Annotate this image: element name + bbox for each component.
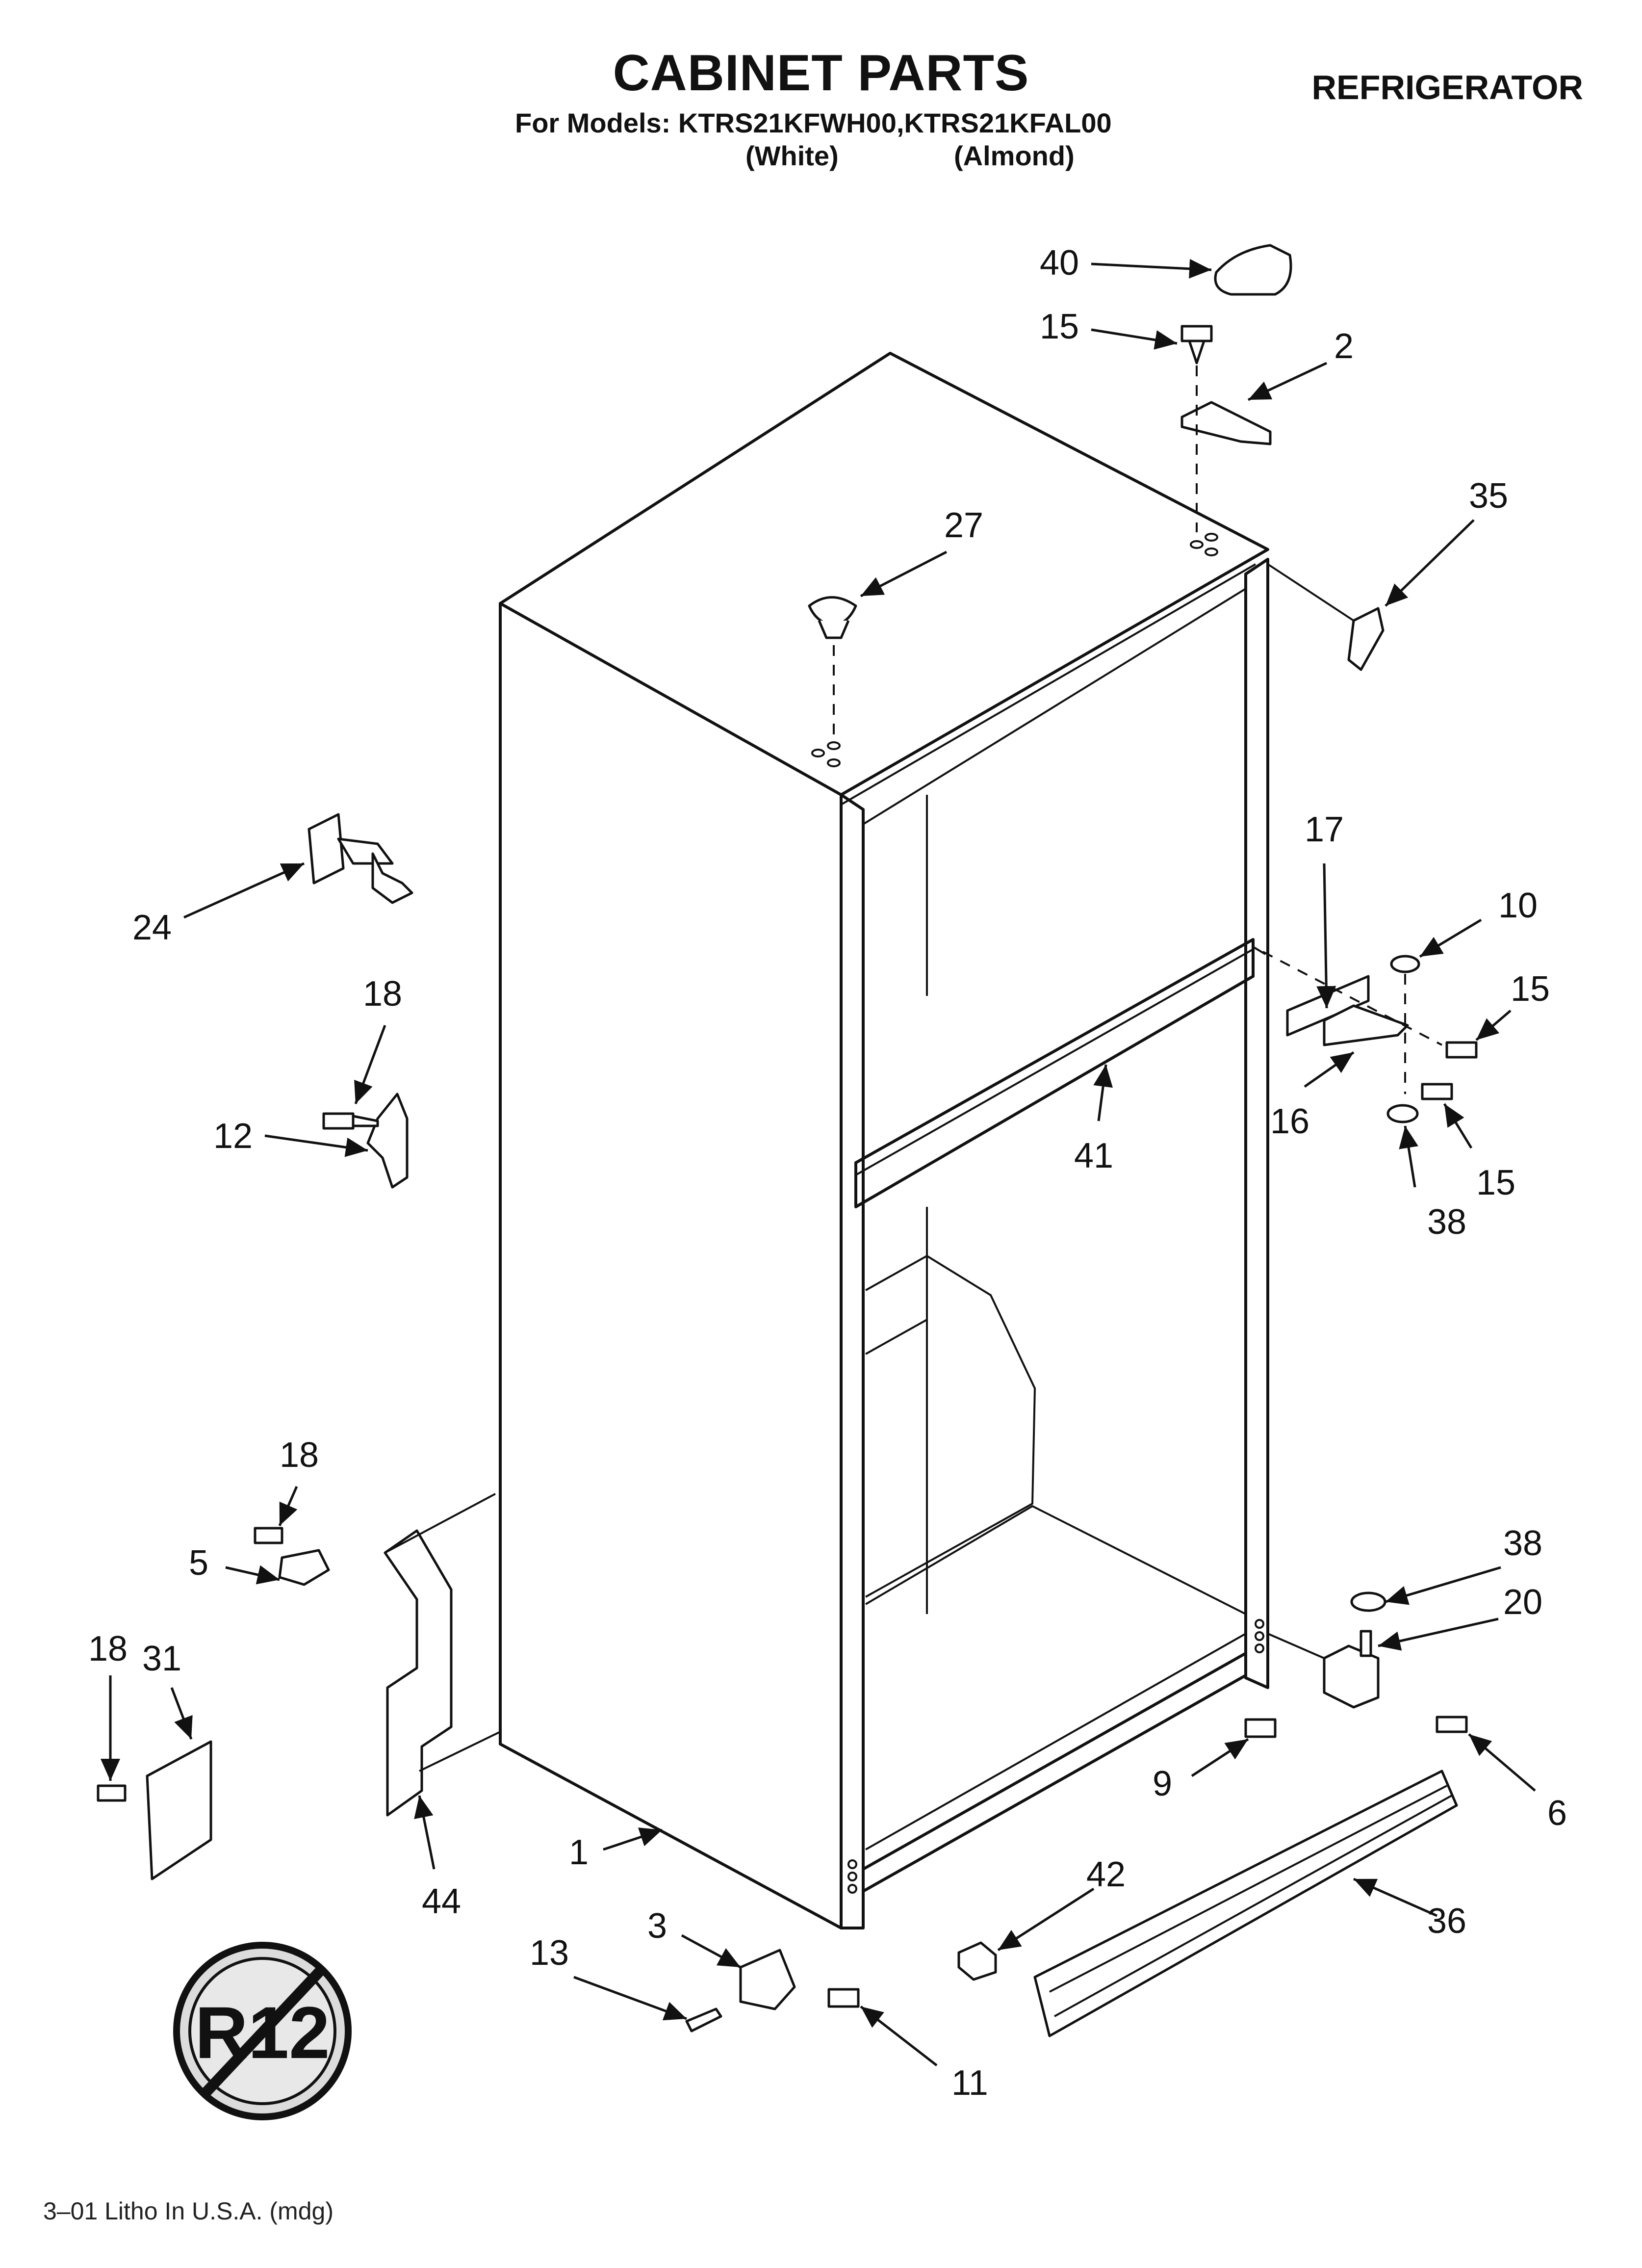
callout-35: 35 xyxy=(1469,476,1508,516)
callout-9: 9 xyxy=(1153,1764,1172,1803)
center-hinge-assembly xyxy=(1262,951,1478,1123)
pin-part xyxy=(685,2007,722,2033)
top-hinge-part xyxy=(1180,401,1272,445)
screw-part xyxy=(1180,325,1213,365)
callout-36: 36 xyxy=(1427,1902,1466,1941)
callout-27: 27 xyxy=(944,506,983,545)
leveling-leg-part xyxy=(308,813,413,904)
callout-41: 41 xyxy=(1074,1136,1113,1175)
callout-31: 31 xyxy=(142,1639,181,1678)
callout-20: 20 xyxy=(1503,1583,1542,1622)
litho-footer: 3–01 Litho In U.S.A. (mdg) xyxy=(43,2197,334,2225)
appliance-type: REFRIGERATOR xyxy=(1311,68,1583,106)
door-stop-part xyxy=(739,1949,796,2010)
grille-clip-part xyxy=(957,1941,997,1981)
lower-hinge-part xyxy=(1267,1591,1468,1733)
screw-part-11 xyxy=(827,1988,860,2008)
toe-grille-part xyxy=(1033,1770,1458,2037)
callout-2: 2 xyxy=(1334,327,1354,366)
callout-10: 10 xyxy=(1498,886,1538,925)
callout-18c: 18 xyxy=(88,1629,128,1668)
callout-17: 17 xyxy=(1305,810,1344,849)
cabinet-body xyxy=(499,352,1269,1929)
tube-clamp-part xyxy=(254,1527,330,1586)
callout-11: 11 xyxy=(951,2063,988,2103)
callout-15: 15 xyxy=(1040,307,1079,346)
plug-button-part xyxy=(808,596,857,627)
r12-badge-text: R12 xyxy=(195,1991,330,2074)
callout-3: 3 xyxy=(647,1906,667,1946)
hinge-cover-part xyxy=(1214,244,1292,296)
callout-labels: 40 15 2 35 27 24 17 10 15 18 12 41 16 15… xyxy=(88,243,1567,2103)
callout-15b: 15 xyxy=(1511,969,1550,1009)
callout-38b: 38 xyxy=(1503,1524,1542,1563)
callout-18b: 18 xyxy=(280,1435,319,1475)
hinge-cap-part xyxy=(1347,607,1385,671)
model-numbers: For Models: KTRS21KFWH00,KTRS21KFAL00 xyxy=(515,107,1112,138)
callout-15c: 15 xyxy=(1476,1163,1515,1202)
no-r12-refrigerant-symbol xyxy=(173,1942,352,2120)
callout-18a: 18 xyxy=(363,974,402,1014)
callout-42: 42 xyxy=(1086,1855,1126,1894)
callout-1: 1 xyxy=(569,1833,589,1872)
screw-part-9 xyxy=(1244,1718,1277,1738)
callout-16: 16 xyxy=(1270,1102,1309,1141)
callout-leaders xyxy=(101,259,1536,2066)
mounting-bracket-part xyxy=(384,1493,501,1817)
color-white-label: (White) xyxy=(745,140,839,171)
callout-24: 24 xyxy=(132,908,172,947)
callout-40: 40 xyxy=(1040,243,1079,283)
callout-12: 12 xyxy=(213,1117,253,1156)
shelf-support-part xyxy=(322,1093,409,1189)
callout-6: 6 xyxy=(1547,1794,1567,1833)
callout-13: 13 xyxy=(530,1933,569,1973)
color-almond-label: (Almond) xyxy=(954,140,1075,171)
callout-5: 5 xyxy=(189,1543,208,1583)
access-cover-part xyxy=(97,1740,212,1880)
page-title: CABINET PARTS xyxy=(613,45,1029,102)
callout-44: 44 xyxy=(422,1882,461,1921)
callout-38a: 38 xyxy=(1427,1202,1466,1242)
